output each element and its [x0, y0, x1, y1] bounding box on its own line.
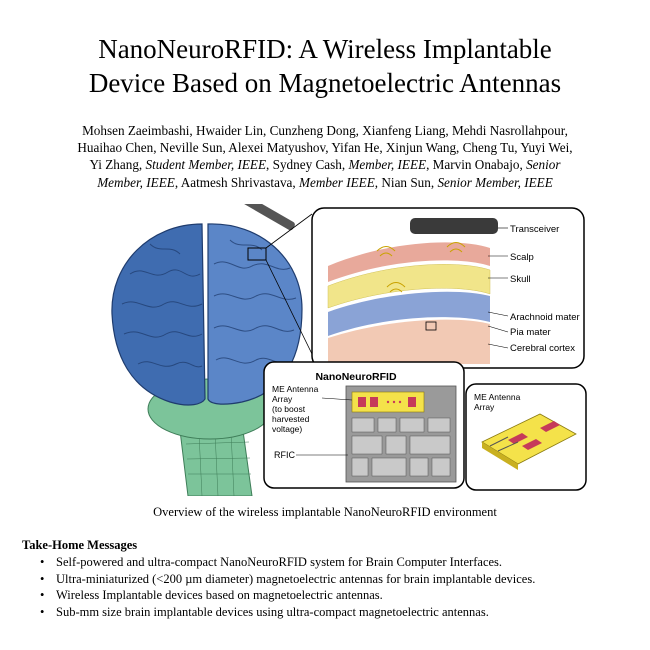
figure-caption: Overview of the wireless implantable Nan… [153, 505, 497, 519]
author-affil: Senior Member, IEEE [437, 174, 553, 190]
overview-figure: Transceiver Scalp Skull Arachnoid mater … [111, 204, 587, 496]
author-text: , Marvin Onabajo, [426, 157, 523, 173]
list-item: Self-powered and ultra-compact NanoNeuro… [38, 554, 535, 571]
label-me-array-2: Array [272, 394, 293, 404]
transceiver-bar [410, 218, 498, 234]
scalp-layer [328, 242, 490, 282]
author-line-3: Yi Zhang, Student Member, IEEE, Sydney C… [40, 156, 610, 173]
label-me-array-1: ME Antenna [272, 384, 319, 394]
title-line-2: Device Based on Magnetoelectric Antennas [88, 68, 562, 98]
label-arachnoid: Arachnoid mater [510, 312, 580, 323]
author-line-4: Member, IEEE, Aatmesh Shrivastava, Membe… [40, 174, 610, 191]
label-boost-3: voltage) [272, 424, 302, 434]
author-text: , Sydney Cash, [266, 157, 346, 173]
label-pia: Pia mater [510, 327, 551, 338]
author-text: , Aatmesh Shrivastava, [174, 174, 296, 190]
leader-me-array [321, 397, 353, 401]
zoom-marker [247, 247, 267, 261]
layer-leaders [487, 227, 509, 349]
label-skull: Skull [510, 274, 531, 285]
author-affil: Student Member, IEEE [145, 157, 267, 173]
me-device-side [482, 442, 518, 470]
label-boost-2: harvested [272, 414, 310, 424]
label-me-array-right-2: Array [474, 402, 495, 412]
me-device-traces [489, 436, 519, 452]
take-home-heading: Take-Home Messages [22, 538, 138, 552]
title-line-1: NanoNeuroRFID: A Wireless Implantable [98, 34, 552, 64]
label-scalp: Scalp [510, 252, 534, 263]
arachnoid-layer [328, 291, 490, 336]
list-item: Wireless Implantable devices based on ma… [38, 587, 535, 604]
author-text: Yi Zhang, [89, 157, 143, 173]
author-affil: Senior [526, 157, 561, 173]
chip-blocks [351, 417, 451, 477]
cortex-layer [328, 319, 490, 364]
label-me-array-right-1: ME Antenna [474, 392, 521, 402]
me-antenna-elements [358, 397, 416, 407]
label-boost-1: (to boost [272, 404, 306, 414]
author-affil: Member, IEEE [97, 174, 175, 190]
paper-title: NanoNeuroRFID: A Wireless Implantable De… [0, 32, 650, 100]
brain-left-hemisphere [111, 223, 206, 406]
list-item: Sub-mm size brain implantable devices us… [38, 604, 535, 621]
take-home-list: Self-powered and ultra-compact NanoNeuro… [38, 554, 535, 620]
head-transceiver [240, 204, 295, 231]
chip-title: NanoNeuroRFID [315, 371, 397, 383]
zoom-line [265, 259, 313, 355]
label-rfic: RFIC [274, 450, 295, 460]
author-affil: Member, IEEE [348, 157, 427, 173]
label-cortex: Cerebral cortex [510, 343, 575, 354]
list-item: Ultra-miniaturized (<200 µm diameter) ma… [38, 571, 535, 588]
skull-layer [327, 264, 491, 309]
author-list: Mohsen Zaeimbashi, Hwaider Lin, Cunzheng… [40, 122, 610, 191]
author-line-2: Huaihao Chen, Neville Sun, Alexei Matyus… [77, 140, 573, 156]
author-text: , Nian Sun, [374, 174, 435, 190]
zoom-line [265, 213, 313, 249]
signal-waves [376, 242, 466, 293]
author-line-1: Mohsen Zaeimbashi, Hwaider Lin, Cunzheng… [82, 123, 568, 138]
implant-marker [425, 321, 437, 331]
label-transceiver: Transceiver [510, 224, 559, 235]
me-device-antennas [508, 421, 560, 450]
author-affil: Member IEEE [299, 174, 375, 190]
